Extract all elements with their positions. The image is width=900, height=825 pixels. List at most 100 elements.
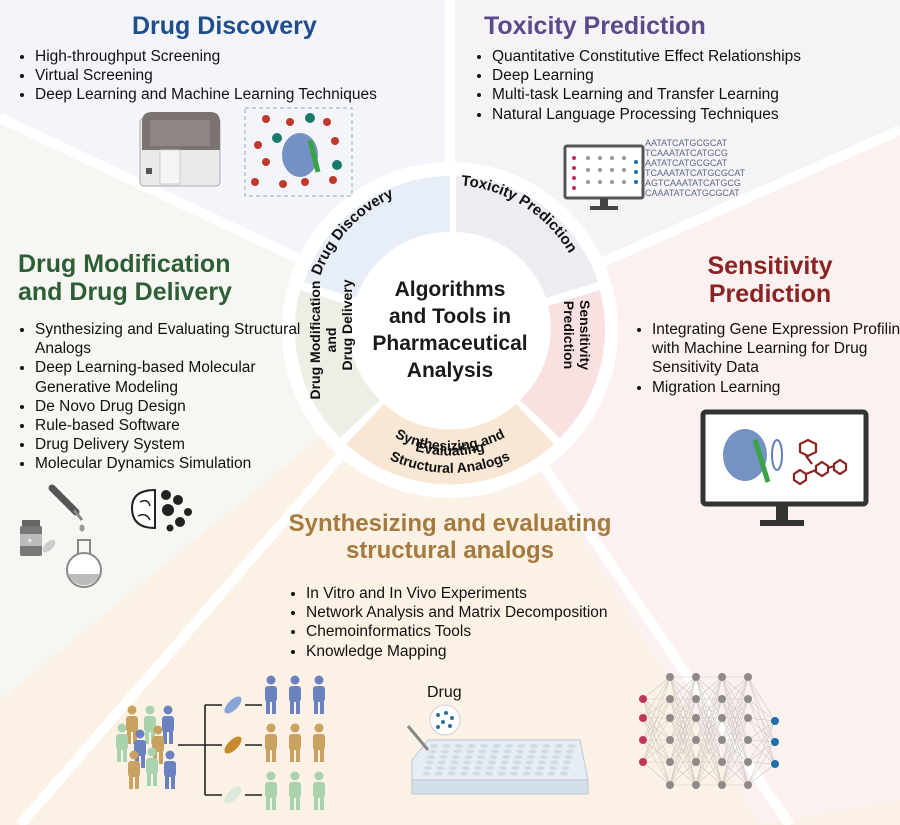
person-leg: [272, 748, 276, 762]
well: [478, 749, 487, 754]
nn-node: [666, 758, 674, 766]
nn-edge: [721, 698, 749, 786]
person-leg: [141, 754, 145, 768]
ring-label-mod-1: Drug Modification: [307, 281, 323, 400]
nn-node: [771, 738, 779, 746]
svg-text:CAAATATCATGCGCAT: CAAATATCATGCGCAT: [645, 188, 740, 198]
well: [480, 744, 488, 748]
nn-edge: [747, 717, 776, 743]
nn-edge: [747, 717, 776, 722]
person-body: [164, 761, 176, 777]
well: [439, 755, 448, 759]
nn-node: [692, 736, 700, 744]
section-title-toxicity: Toxicity Prediction: [484, 12, 706, 40]
sector-synthesizing-bg: [0, 330, 900, 825]
nn-node: [718, 714, 726, 722]
nn-node: [639, 736, 647, 744]
nn-edge: [642, 698, 671, 763]
ring-label-sensitivity-1: Sensitivity: [577, 300, 593, 370]
nn-edge: [747, 720, 776, 763]
ring-label-mod-3: Drug Delivery: [339, 279, 355, 370]
person-leg: [135, 775, 139, 789]
person-head: [290, 675, 300, 685]
well: [564, 755, 573, 759]
well: [488, 760, 496, 765]
nn-node: [771, 717, 779, 725]
well: [467, 744, 476, 748]
nn-node: [692, 781, 700, 789]
nn-edge: [669, 676, 697, 786]
nn-node: [692, 695, 700, 703]
well: [539, 755, 548, 759]
center-title-line: Pharmaceutical: [372, 332, 528, 355]
list-item: Deep Learning: [492, 66, 801, 85]
list-item: Virtual Screening: [35, 66, 377, 85]
well: [503, 749, 512, 754]
nn-node: [744, 673, 752, 681]
well: [460, 771, 468, 776]
well: [449, 766, 457, 770]
person-body: [162, 716, 174, 732]
well: [510, 771, 518, 776]
person-leg: [169, 730, 173, 744]
person-leg: [129, 775, 133, 789]
nn-node: [639, 695, 647, 703]
well: [547, 771, 556, 776]
nn-edge: [747, 741, 776, 786]
ring-label-mod-2: and: [323, 328, 339, 353]
person-leg: [320, 748, 324, 762]
person-body: [128, 761, 140, 777]
nn-edge: [669, 739, 697, 786]
ring-segment-synthesizing: [346, 404, 554, 485]
nn-edge: [721, 676, 749, 763]
section-title-drug-discovery: Drug Discovery: [132, 12, 317, 40]
nn-edge: [669, 698, 697, 786]
person-leg: [320, 700, 324, 714]
nn-node: [744, 781, 752, 789]
person-body: [313, 734, 325, 750]
person-leg: [290, 748, 294, 762]
list-item: Molecular Dynamics Simulation: [35, 454, 305, 473]
list-item: Natural Language Processing Techniques: [492, 105, 801, 124]
nn-edge: [695, 739, 723, 786]
list-synthesizing: In Vitro and In Vivo Experiments Network…: [288, 584, 608, 661]
well: [452, 755, 460, 759]
neural-network-monitor-icon: [563, 144, 645, 210]
svg-text:AATATCATGCGCAT: AATATCATGCGCAT: [645, 138, 728, 148]
nn-node: [744, 714, 752, 722]
nn-node: [771, 760, 779, 768]
well: [502, 755, 510, 759]
well: [491, 749, 499, 754]
nn-edge: [669, 717, 697, 741]
person-body: [265, 734, 277, 750]
person-leg: [290, 700, 294, 714]
nn-node: [692, 758, 700, 766]
well: [477, 755, 485, 759]
person-body: [126, 716, 138, 732]
list-item: Deep Learning and Machine Learning Techn…: [35, 85, 377, 104]
svg-text:+: +: [27, 536, 33, 547]
svg-text:TCAAATATCATGCGCAT: TCAAATATCATGCGCAT: [645, 168, 746, 178]
well: [497, 771, 506, 776]
person-leg: [314, 700, 318, 714]
person-head: [314, 723, 324, 733]
well: [560, 771, 568, 776]
nn-edge: [695, 761, 723, 786]
well: [541, 749, 549, 754]
nn-node: [666, 673, 674, 681]
nn-edge: [642, 761, 671, 786]
nn-edge: [747, 763, 776, 786]
nn-edge: [642, 717, 671, 741]
list-item: Network Analysis and Matrix Decompositio…: [306, 603, 608, 622]
list-item: Chemoinformatics Tools: [306, 622, 608, 641]
well: [463, 760, 471, 765]
nn-edge: [695, 676, 723, 700]
person-leg: [159, 750, 163, 764]
nn-edge: [721, 717, 749, 763]
dna-sequence-text: AATATCATGCGCAT TCAAATATCATGCG AATATCATGC…: [645, 138, 746, 198]
list-item: Integrating Gene Expression Profiling wi…: [652, 320, 900, 378]
well: [513, 760, 521, 765]
list-item: Synthesizing and Evaluating Structural A…: [35, 320, 305, 358]
person-leg: [314, 796, 318, 810]
person-leg: [163, 730, 167, 744]
